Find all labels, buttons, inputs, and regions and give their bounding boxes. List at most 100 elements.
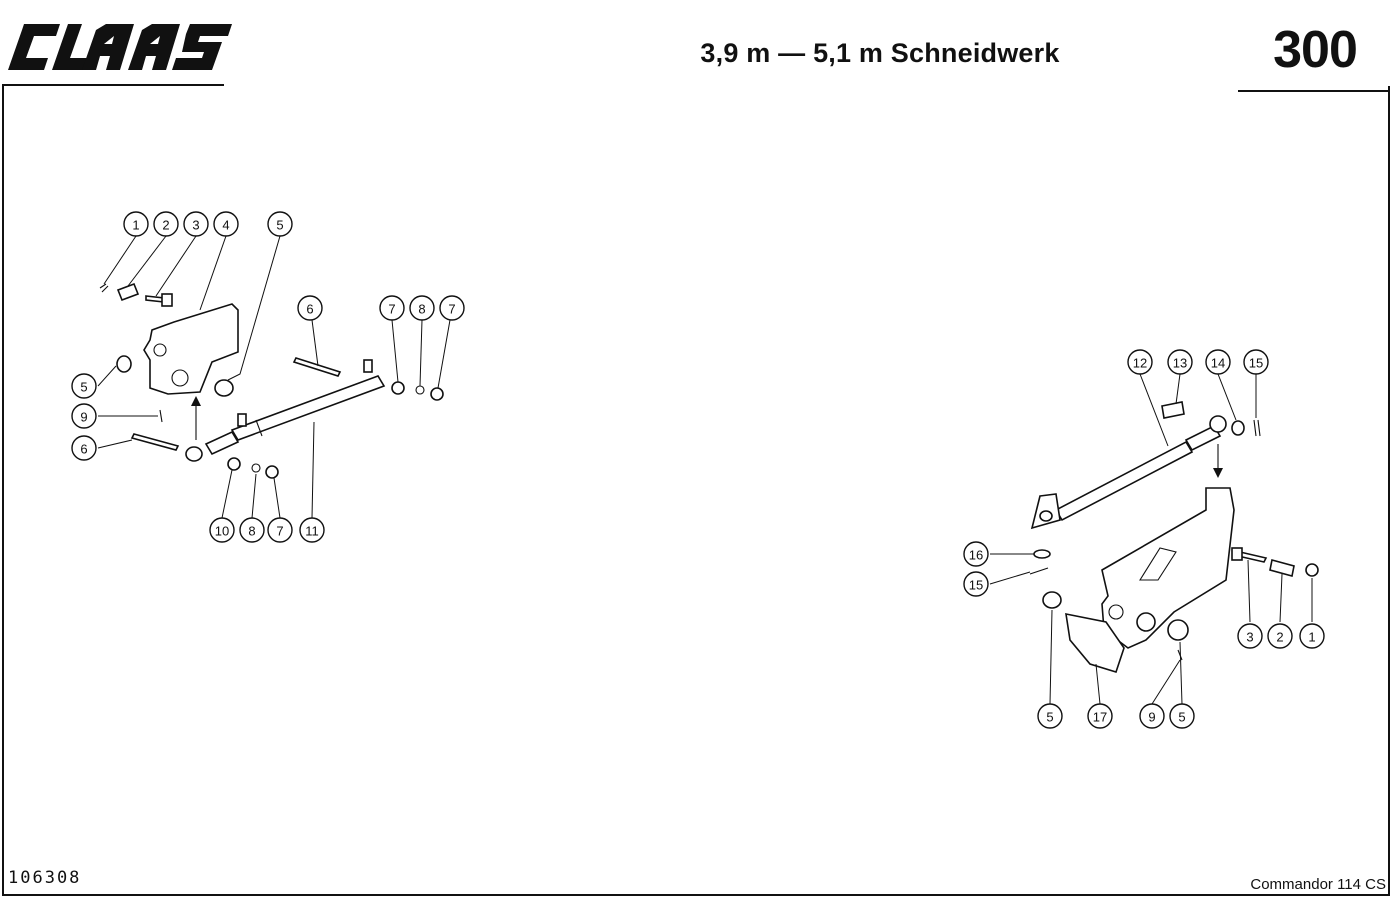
svg-text:1: 1	[132, 218, 139, 233]
callout-left-6a: 6	[297, 295, 323, 321]
svg-text:7: 7	[388, 302, 395, 317]
part-12-cylinder	[1054, 440, 1194, 522]
claas-logo	[8, 24, 232, 70]
right-assembly-parts	[1029, 401, 1319, 673]
callout-left-10: 10	[209, 517, 235, 543]
svg-text:9: 9	[1148, 710, 1155, 725]
part-14-ring	[1231, 420, 1245, 436]
part-11-cylinder	[230, 375, 386, 441]
page-number: 300	[1273, 21, 1358, 79]
callout-right-2: 2	[1267, 623, 1293, 649]
callout-left-8b: 8	[239, 517, 265, 543]
logo-underline	[2, 84, 224, 86]
callout-left-4: 4	[213, 211, 239, 237]
callout-right-5a: 5	[1037, 703, 1063, 729]
callout-left-7a: 7	[379, 295, 405, 321]
part-5-bushing-right-b	[1136, 612, 1156, 632]
callout-right-9: 9	[1139, 703, 1165, 729]
part-10-washer	[227, 457, 241, 471]
callout-right-3: 3	[1237, 623, 1263, 649]
callout-right-5b: 5	[1169, 703, 1195, 729]
part-13-bolt	[1161, 401, 1185, 419]
part-1-pin-left	[99, 283, 109, 293]
drawing-code: 106308	[8, 868, 82, 888]
page-number-underline	[1238, 90, 1390, 92]
left-assembly-parts	[99, 282, 444, 479]
part-1-nut-right	[1305, 563, 1319, 577]
svg-text:10: 10	[215, 524, 229, 539]
left-callouts: 1 2 3 4 5 6 7 8 7 5 9 6 10 8 7 11	[71, 211, 465, 543]
page-title: 3,9 m — 5,1 m Schneidwerk	[700, 38, 1060, 68]
callout-left-9: 9	[71, 403, 97, 429]
part-2-bushing-left	[116, 282, 140, 302]
part-8-washer-b	[251, 463, 261, 473]
callout-left-2: 2	[153, 211, 179, 237]
svg-text:5: 5	[80, 380, 87, 395]
callout-right-15b: 15	[963, 571, 989, 597]
svg-text:5: 5	[276, 218, 283, 233]
part-7-nut-a	[391, 381, 405, 395]
page-frame	[2, 86, 1390, 896]
svg-text:7: 7	[448, 302, 455, 317]
svg-text:16: 16	[969, 548, 983, 563]
callout-right-13: 13	[1167, 349, 1193, 375]
svg-text:1: 1	[1308, 630, 1315, 645]
svg-text:11: 11	[305, 524, 319, 539]
svg-text:2: 2	[1276, 630, 1283, 645]
callout-left-7c: 7	[267, 517, 293, 543]
part-15-pin-top	[1253, 419, 1261, 437]
part-bracket-right	[1101, 487, 1235, 649]
part-8-washer-a	[415, 385, 425, 395]
svg-text:12: 12	[1133, 356, 1147, 371]
svg-text:8: 8	[248, 524, 255, 539]
part-17-shield	[1065, 612, 1125, 673]
part-4-bracket-left	[143, 303, 239, 395]
callout-left-5b: 5	[71, 373, 97, 399]
svg-text:17: 17	[1093, 710, 1107, 725]
svg-text:13: 13	[1173, 356, 1187, 371]
svg-text:6: 6	[80, 442, 87, 457]
svg-text:6: 6	[306, 302, 313, 317]
svg-text:3: 3	[192, 218, 199, 233]
part-16-washer	[1033, 549, 1051, 559]
svg-text:9: 9	[80, 410, 87, 425]
svg-text:2: 2	[162, 218, 169, 233]
part-7-nut-b	[430, 387, 444, 401]
callout-left-11: 11	[299, 517, 325, 543]
callout-left-8a: 8	[409, 295, 435, 321]
svg-text:5: 5	[1178, 710, 1185, 725]
callout-left-7b: 7	[439, 295, 465, 321]
part-5-bushing-right-c	[1167, 619, 1189, 641]
callout-right-14: 14	[1205, 349, 1231, 375]
part-3-bolt-head-left	[161, 293, 173, 307]
callout-right-12: 12	[1127, 349, 1153, 375]
callout-right-15a: 15	[1243, 349, 1269, 375]
callout-left-5a: 5	[267, 211, 293, 237]
part-7-nut-c	[265, 465, 279, 479]
model-name: Commandor 114 CS	[1250, 876, 1386, 893]
right-callouts: 12 13 14 15 16 15 3 2 1 5 17 9 5	[963, 349, 1325, 729]
callout-right-16: 16	[963, 541, 989, 567]
part-9-pin-left	[159, 409, 163, 423]
part-5-bushing-left-a	[214, 379, 234, 397]
svg-text:8: 8	[418, 302, 425, 317]
part-6-bolt-upper	[292, 357, 342, 377]
svg-text:15: 15	[1249, 356, 1263, 371]
callout-left-3: 3	[183, 211, 209, 237]
svg-text:14: 14	[1211, 356, 1225, 371]
svg-text:15: 15	[969, 578, 983, 593]
part-2-bushing-right	[1269, 559, 1295, 577]
svg-text:3: 3	[1246, 630, 1253, 645]
part-5-bushing-left-b	[116, 355, 132, 373]
part-5-bushing-right-a	[1042, 591, 1062, 609]
svg-text:5: 5	[1046, 710, 1053, 725]
part-6-bolt-lower	[130, 433, 180, 451]
part-15-pin-lower	[1029, 567, 1049, 575]
callout-right-17: 17	[1087, 703, 1113, 729]
svg-text:4: 4	[222, 218, 229, 233]
callout-left-1: 1	[123, 211, 149, 237]
callout-left-6b: 6	[71, 435, 97, 461]
callout-right-1: 1	[1299, 623, 1325, 649]
